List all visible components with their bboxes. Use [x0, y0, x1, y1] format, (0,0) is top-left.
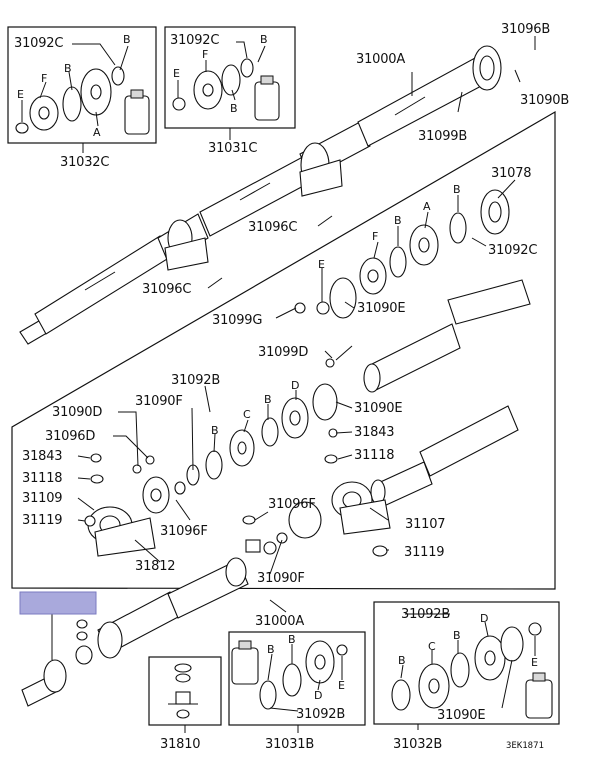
- callout-A: A: [423, 200, 431, 213]
- inset-31810-parts: [168, 663, 198, 719]
- callout-B: B: [453, 629, 461, 642]
- callout-31092B-inset: 31092B: [401, 607, 450, 622]
- callout-31000A-lower: 31000A: [255, 614, 304, 629]
- callout-31092C-inset: 31092C: [14, 36, 63, 51]
- diagram-code: 3EK1871: [506, 741, 544, 751]
- callout-31812: 31812: [135, 559, 175, 574]
- callout-31109: 31109: [22, 491, 62, 506]
- inset-box-31031B: [228, 631, 366, 726]
- callout-F: F: [372, 230, 378, 243]
- callout-B: B: [453, 183, 461, 196]
- propeller-shaft-lower: [325, 279, 531, 507]
- callout-F: F: [202, 48, 208, 61]
- callout-31096F-upper: 31096F: [268, 497, 316, 512]
- callout-31090F-lower: 31090F: [257, 571, 305, 586]
- callout-31096F-lower: 31096F: [160, 524, 208, 539]
- inset-box-31032B: [373, 601, 560, 725]
- callout-31107: 31107: [405, 517, 445, 532]
- callout-31096C-upper: 31096C: [248, 220, 297, 235]
- callout-B: B: [260, 33, 268, 46]
- callout-31032B: 31032B: [393, 737, 442, 752]
- callout-31092B-small: 31092B: [296, 707, 345, 722]
- callout-B: B: [264, 393, 272, 406]
- callout-31099D: 31099D: [258, 345, 308, 360]
- callout-C: C: [428, 640, 436, 653]
- callout-B: B: [64, 62, 72, 75]
- propeller-shaft-upper: [19, 45, 502, 345]
- callout-31096C-lower: 31096C: [142, 282, 191, 297]
- callout-placeholder: [19, 591, 97, 615]
- callout-D: D: [314, 689, 322, 702]
- callout-A: A: [93, 126, 101, 139]
- callout-D: D: [291, 379, 299, 392]
- callout-31090F: 31090F: [135, 394, 183, 409]
- inset-31032C-parts: [15, 66, 150, 135]
- callout-31090E: 31090E: [357, 301, 405, 316]
- callout-31078: 31078: [491, 166, 531, 181]
- exploded-middle-parts: [84, 383, 391, 557]
- exploded-region-frame: [11, 110, 556, 590]
- inset-31031B-parts: [231, 640, 348, 710]
- callout-B: B: [211, 424, 219, 437]
- callout-31810: 31810: [160, 737, 200, 752]
- callout-31000A-upper: 31000A: [356, 52, 405, 67]
- callout-E: E: [17, 88, 24, 101]
- callout-B: B: [230, 102, 238, 115]
- callout-31092C-inset-b: 31092C: [170, 33, 219, 48]
- callout-B: B: [288, 633, 296, 646]
- inset-box-31032C: [7, 26, 157, 144]
- callout-31090E-mid: 31090E: [354, 401, 402, 416]
- callout-31843-right: 31843: [354, 425, 394, 440]
- callout-31118-right: 31118: [354, 448, 394, 463]
- callout-B: B: [398, 654, 406, 667]
- callout-31090D: 31090D: [52, 405, 102, 420]
- callouts: 31092C B F B E A 31032C 31092C B F E B 3…: [14, 22, 569, 752]
- callout-31096B: 31096B: [501, 22, 550, 37]
- callout-31843-left: 31843: [22, 449, 62, 464]
- callout-31031B: 31031B: [265, 737, 314, 752]
- propeller-shaft-bottom: [21, 557, 249, 707]
- callout-31119-left: 31119: [22, 513, 62, 528]
- callout-C: C: [243, 408, 251, 421]
- callout-31090B: 31090B: [520, 93, 569, 108]
- inset-31032B-parts: [391, 622, 553, 719]
- callout-31092B: 31092B: [171, 373, 220, 388]
- callout-B: B: [394, 214, 402, 227]
- callout-31096D: 31096D: [45, 429, 95, 444]
- callout-31090E-inset: 31090E: [437, 708, 485, 723]
- inset-31031C-parts: [172, 58, 280, 121]
- callout-E: E: [338, 679, 345, 692]
- leader-lines: [21, 36, 536, 733]
- callout-B: B: [123, 33, 131, 46]
- callout-31118-left: 31118: [22, 471, 62, 486]
- callout-31099G: 31099G: [212, 313, 262, 328]
- callout-E: E: [531, 656, 538, 669]
- callout-E: E: [318, 258, 325, 271]
- callout-31119-right: 31119: [404, 545, 444, 560]
- callout-31092C: 31092C: [488, 243, 537, 258]
- callout-B: B: [267, 643, 275, 656]
- callout-31099B: 31099B: [418, 129, 467, 144]
- callout-D: D: [480, 612, 488, 625]
- center-bearing-group-right: [294, 189, 510, 319]
- callout-31031C: 31031C: [208, 141, 257, 156]
- callout-F: F: [41, 72, 47, 85]
- callout-E: E: [173, 67, 180, 80]
- callout-31032C: 31032C: [60, 155, 109, 170]
